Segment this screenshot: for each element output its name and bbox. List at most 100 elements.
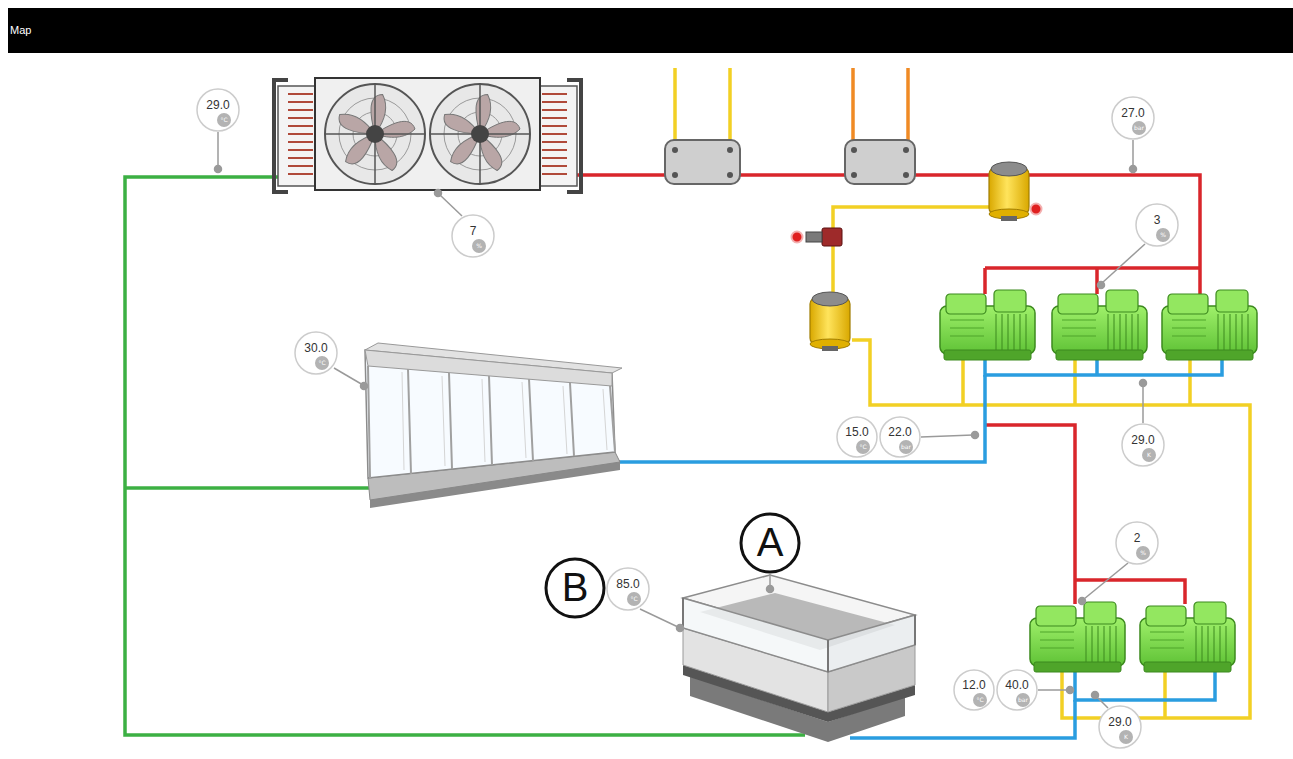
leader-line bbox=[1092, 692, 1099, 699]
leader-line bbox=[1067, 687, 1074, 694]
value-bubble: 29.0°C bbox=[196, 88, 240, 132]
heat-exchanger bbox=[727, 172, 733, 178]
pipe-utility bbox=[853, 68, 908, 140]
pipe-yellow bbox=[1163, 672, 1167, 718]
compressor bbox=[940, 290, 1035, 360]
value-text: 22.0 bbox=[879, 425, 921, 439]
unit-text: % bbox=[1136, 546, 1150, 560]
value-text: 29.0 bbox=[1121, 433, 1165, 447]
header-bar bbox=[8, 8, 1293, 53]
value-bubble: 40.0bar bbox=[996, 669, 1038, 711]
condenser bbox=[274, 80, 288, 192]
leader-line bbox=[1098, 282, 1105, 289]
leader-line bbox=[215, 132, 1147, 708]
compressor bbox=[1140, 602, 1235, 672]
heat-exchanger bbox=[665, 140, 915, 184]
marker-letter: A bbox=[739, 520, 801, 565]
expansion-valve bbox=[822, 228, 842, 246]
value-bubble: 27.0bar bbox=[1111, 96, 1155, 140]
leader-line bbox=[1132, 140, 1134, 168]
unit-text: bar bbox=[1132, 121, 1146, 135]
expansion-valve bbox=[792, 232, 803, 243]
leader-line bbox=[1079, 598, 1086, 605]
value-text: 29.0 bbox=[1098, 715, 1142, 729]
leader-line bbox=[972, 432, 979, 439]
value-bubble: 15.0°C bbox=[836, 416, 878, 458]
pipe-utility bbox=[675, 68, 908, 140]
marker-circle: A bbox=[739, 512, 801, 574]
expansion-valve bbox=[806, 232, 822, 242]
unit-text: bar bbox=[899, 440, 913, 454]
pipe-green bbox=[125, 486, 372, 490]
bubble-outline bbox=[1116, 522, 1158, 564]
pipe-yellow bbox=[833, 207, 990, 292]
display-case bbox=[368, 366, 615, 478]
heat-exchanger bbox=[672, 172, 678, 178]
leader-line bbox=[217, 132, 219, 168]
value-bubble: 85.0°C bbox=[606, 567, 650, 611]
unit-text: °C bbox=[856, 440, 870, 454]
condenser bbox=[288, 94, 313, 174]
condenser bbox=[278, 86, 315, 186]
bubble-outline bbox=[197, 89, 239, 131]
unit-text: bar bbox=[1016, 693, 1030, 707]
island-freezer bbox=[683, 598, 915, 672]
compressor bbox=[940, 290, 1257, 672]
leader-line bbox=[767, 586, 774, 593]
bubble-outline bbox=[1099, 706, 1141, 748]
leader-line bbox=[921, 435, 973, 437]
pipe-blue bbox=[985, 360, 1222, 375]
bubble-outline bbox=[452, 215, 494, 257]
compressor bbox=[1030, 602, 1125, 672]
bubble-outline bbox=[837, 417, 877, 457]
value-text: 85.0 bbox=[606, 577, 650, 591]
unit-text: °C bbox=[973, 693, 987, 707]
heat-exchanger bbox=[845, 140, 915, 184]
pipe-utility bbox=[675, 68, 730, 140]
value-text: 29.0 bbox=[196, 98, 240, 112]
unit-text: % bbox=[1156, 228, 1170, 242]
leader-line bbox=[1130, 166, 1137, 173]
leader-line bbox=[1084, 563, 1128, 599]
pipe-blue bbox=[1075, 672, 1215, 700]
unit-text: °C bbox=[627, 592, 641, 606]
leader-line bbox=[435, 190, 442, 197]
value-text: 15.0 bbox=[836, 425, 878, 439]
marker-circle: B bbox=[544, 557, 606, 619]
island-freezer bbox=[828, 615, 915, 672]
leader-line bbox=[1140, 380, 1147, 387]
leader-line bbox=[215, 166, 222, 173]
heat-exchanger bbox=[903, 147, 909, 153]
value-bubble: 7% bbox=[451, 214, 495, 258]
bubble-outline bbox=[1112, 97, 1154, 139]
heat-exchanger bbox=[727, 147, 733, 153]
receiver bbox=[810, 292, 850, 351]
leader-line bbox=[440, 195, 462, 216]
map-title: Map bbox=[10, 24, 31, 37]
value-text: 40.0 bbox=[996, 678, 1038, 692]
pipe-red bbox=[560, 175, 1200, 294]
pipe-blue bbox=[620, 375, 985, 462]
value-text: 7 bbox=[451, 224, 495, 238]
value-bubble: 30.0°C bbox=[294, 331, 338, 375]
bubble-outline bbox=[954, 670, 994, 710]
value-text: 30.0 bbox=[294, 341, 338, 355]
bubble-outline bbox=[880, 417, 920, 457]
unit-text: K bbox=[1119, 730, 1133, 744]
pipe-yellow bbox=[963, 360, 1190, 405]
condenser bbox=[567, 80, 581, 192]
value-text: 2 bbox=[1115, 531, 1159, 545]
value-text: 12.0 bbox=[953, 678, 995, 692]
unit-text: °C bbox=[217, 113, 231, 127]
display-case bbox=[402, 372, 607, 470]
pipe-red bbox=[560, 175, 1200, 604]
bubble-outline bbox=[1136, 204, 1178, 246]
bubble-outline bbox=[607, 568, 649, 610]
leader-line bbox=[1142, 385, 1144, 423]
unit-text: °C bbox=[315, 356, 329, 370]
value-text: 27.0 bbox=[1111, 106, 1155, 120]
value-bubble: 12.0°C bbox=[953, 669, 995, 711]
